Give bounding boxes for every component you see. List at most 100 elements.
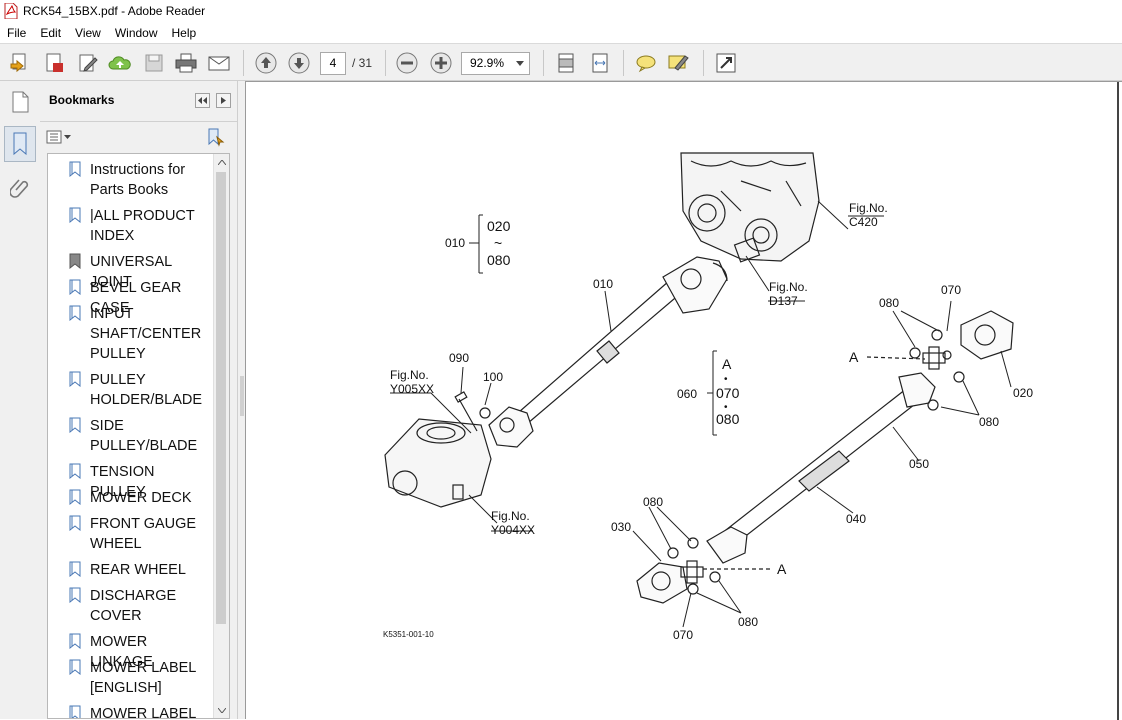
part-label-080: 080	[979, 415, 999, 429]
part-label-100: 100	[483, 370, 503, 384]
bookmark-label: TENSION PULLEY	[90, 464, 155, 500]
menu-bar: File Edit View Window Help	[0, 22, 1122, 43]
panel-splitter[interactable]	[237, 81, 246, 719]
fig-label-y005xx: Y005XX	[390, 382, 434, 396]
part-label-070: 070	[673, 628, 693, 642]
scroll-down-button[interactable]	[214, 702, 229, 718]
bookmark-item[interactable]: SIDE PULLEY/BLADE	[48, 416, 216, 456]
full-screen-button[interactable]	[713, 50, 739, 76]
part-label-080: 080	[879, 296, 899, 310]
bookmark-label: MOWER LINKAGE	[90, 634, 153, 670]
bookmark-expand-current-button[interactable]	[205, 127, 225, 147]
collapse-panel-button[interactable]	[195, 93, 210, 108]
bookmark-item[interactable]: Instructions for Parts Books	[48, 160, 216, 200]
scroll-up-button[interactable]	[214, 154, 229, 170]
bookmark-label: INPUT SHAFT/CENTER PULLEY	[90, 306, 202, 362]
bookmark-label: |ALL PRODUCT INDEX	[90, 208, 195, 244]
bookmarks-tab-button[interactable]	[4, 126, 36, 162]
email-button[interactable]	[206, 50, 232, 76]
bookmark-label: PULLEY HOLDER/BLADE	[90, 372, 203, 408]
document-view[interactable]: Fig.No. C420 Fig.No. D137 Fig.No. Y005XX…	[245, 81, 1122, 720]
bookmark-item[interactable]: MOWER LINKAGE	[48, 632, 216, 672]
menu-file[interactable]: File	[7, 25, 27, 40]
menu-view[interactable]: View	[75, 25, 101, 40]
toolbar-separator	[385, 50, 386, 76]
bookmark-item[interactable]: TENSION PULLEY	[48, 462, 216, 502]
menu-help[interactable]: Help	[171, 25, 197, 40]
bookmark-label: REAR WHEEL	[90, 562, 186, 578]
options-list-icon	[46, 130, 71, 144]
open-file-icon	[10, 53, 26, 73]
bookmark-item[interactable]: BEVEL GEAR CASE	[48, 278, 216, 318]
attachments-button[interactable]	[7, 175, 33, 201]
save-button[interactable]	[141, 50, 167, 76]
navigation-pane-strip	[0, 81, 41, 719]
minus-circle-icon	[396, 52, 418, 74]
bookmark-icon	[69, 633, 81, 649]
bookmark-item[interactable]: |ALL PRODUCT INDEX	[48, 206, 216, 246]
bookmark-item[interactable]: INPUT SHAFT/CENTER PULLEY	[48, 304, 216, 364]
fig-label-d137: D137	[769, 294, 798, 308]
universal-joint-bottom-drawing	[636, 537, 771, 604]
bookmark-icon	[69, 705, 81, 718]
edit-button[interactable]	[75, 50, 101, 76]
pdf-file-icon	[4, 3, 18, 19]
zoom-out-button[interactable]	[394, 50, 420, 76]
bookmark-item[interactable]: PULLEY HOLDER/BLADE	[48, 370, 216, 410]
part-label-070: 070	[941, 283, 961, 297]
highlight-button[interactable]	[666, 50, 692, 76]
title-bar: RCK54_15BX.pdf - Adobe Reader	[0, 0, 1122, 22]
toolbar-separator	[543, 50, 544, 76]
bookmark-item[interactable]: MOWER LABEL	[48, 704, 216, 718]
page-number-input[interactable]: 4	[320, 52, 346, 75]
expand-icon	[716, 53, 736, 73]
open-button[interactable]	[7, 50, 33, 76]
previous-page-button[interactable]	[253, 50, 279, 76]
scroll-thumb[interactable]	[216, 172, 226, 624]
part-label-010: 010	[445, 236, 465, 250]
bookmark-icon	[69, 161, 81, 177]
comment-button[interactable]	[633, 50, 659, 76]
expand-panel-button[interactable]	[216, 93, 231, 108]
bookmark-options-button[interactable]	[46, 128, 72, 146]
bookmark-item[interactable]: MOWER DECK	[48, 488, 216, 508]
part-label-060: 060	[677, 387, 697, 401]
dot-separator: •	[724, 374, 728, 385]
part-label-020-range: 020	[487, 218, 511, 234]
bookmark-item[interactable]: FRONT GAUGE WHEEL	[48, 514, 216, 554]
bookmark-item[interactable]: DISCHARGE COVER	[48, 586, 216, 626]
bookmarks-toolbar	[40, 122, 237, 152]
bookmark-item[interactable]: MOWER LABEL [ENGLISH]	[48, 658, 216, 698]
dot-separator: •	[724, 402, 728, 413]
print-button[interactable]	[173, 50, 199, 76]
zoom-in-button[interactable]	[428, 50, 454, 76]
create-pdf-icon	[46, 53, 63, 72]
shaft-010-drawing	[488, 256, 728, 448]
menu-edit[interactable]: Edit	[40, 25, 62, 40]
bookmark-item[interactable]: REAR WHEEL	[48, 560, 216, 580]
bookmark-label: MOWER LABEL [ENGLISH]	[90, 660, 196, 696]
bookmarks-scrollbar[interactable]	[213, 154, 229, 718]
bookmark-icon	[69, 659, 81, 675]
fit-width-button[interactable]	[587, 50, 613, 76]
menu-window[interactable]: Window	[114, 25, 158, 40]
bookmark-icon	[69, 279, 81, 295]
bookmark-item[interactable]: UNIVERSAL JOINT	[48, 252, 216, 292]
part-label-080-set: 080	[716, 411, 740, 427]
letter-a-right: A	[849, 349, 859, 365]
bookmark-icon	[69, 463, 81, 479]
bookmark-label: SIDE PULLEY/BLADE	[90, 418, 198, 454]
fig-label-y004xx-title: Fig.No.	[491, 509, 530, 523]
zoom-dropdown-button[interactable]	[511, 52, 530, 75]
share-button[interactable]	[107, 50, 133, 76]
part-label-030: 030	[611, 520, 631, 534]
page-thumbnails-button[interactable]	[7, 89, 33, 115]
next-page-button[interactable]	[286, 50, 312, 76]
zoom-level-input[interactable]: 92.9%	[461, 52, 513, 75]
page-total: / 31	[352, 56, 373, 70]
fit-width-icon	[592, 53, 608, 73]
printer-icon	[175, 53, 197, 73]
bookmark-label: DISCHARGE COVER	[90, 588, 177, 624]
fit-page-button[interactable]	[553, 50, 579, 76]
create-pdf-button[interactable]	[41, 50, 67, 76]
